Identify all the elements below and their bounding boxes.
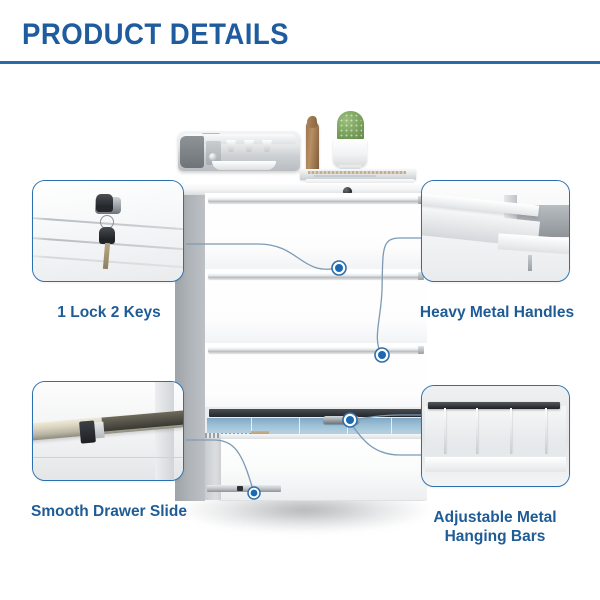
callout-lock-keys-caption: 1 Lock 2 Keys (57, 304, 161, 321)
drawer-slide-rail (207, 485, 281, 492)
callout-lock-keys[interactable]: 1 Lock 2 Keys (32, 180, 186, 321)
cabinet-top-surface (175, 183, 427, 195)
callout-drawer-slide[interactable]: Smooth Drawer Slide (31, 381, 190, 520)
drawer-closed-3 (205, 343, 427, 418)
cactus-plant-icon (337, 111, 364, 143)
drawer-open-4 (205, 407, 427, 501)
cabinet-lock-icon (343, 187, 352, 196)
hanging-bar-clip (323, 416, 359, 424)
drawer-closed-1 (205, 193, 427, 270)
product-photo (160, 95, 430, 535)
drawer-closed-2 (205, 269, 427, 344)
callout-metal-handles-image (421, 180, 570, 282)
callout-drawer-slide-image (32, 381, 184, 481)
callout-lock-keys-image (32, 180, 184, 282)
wooden-figurine-icon (306, 121, 319, 171)
callout-hanging-bars[interactable]: Adjustable Metal Hanging Bars (421, 385, 576, 545)
printer-icon (178, 131, 300, 171)
drawer-handle-2 (208, 272, 424, 280)
plant-pot-icon (333, 139, 367, 171)
callout-metal-handles[interactable]: Heavy Metal Handles (420, 180, 576, 321)
drawer-handle-3 (208, 346, 424, 354)
book-stack-icon (300, 169, 416, 180)
file-cabinet (175, 183, 427, 501)
drawer-handle-1 (208, 196, 424, 204)
callout-drawer-slide-caption: Smooth Drawer Slide (31, 503, 187, 520)
callout-hanging-bars-image (421, 385, 570, 487)
callout-hanging-bars-caption: Adjustable Metal Hanging Bars (433, 509, 557, 545)
callout-metal-handles-caption: Heavy Metal Handles (419, 304, 575, 321)
page-title: PRODUCT DETAILS (22, 18, 290, 51)
hanging-files (207, 418, 427, 434)
header-divider (0, 61, 600, 64)
hanging-bar-dark (209, 409, 425, 417)
book-stack-lower-icon (306, 179, 414, 185)
